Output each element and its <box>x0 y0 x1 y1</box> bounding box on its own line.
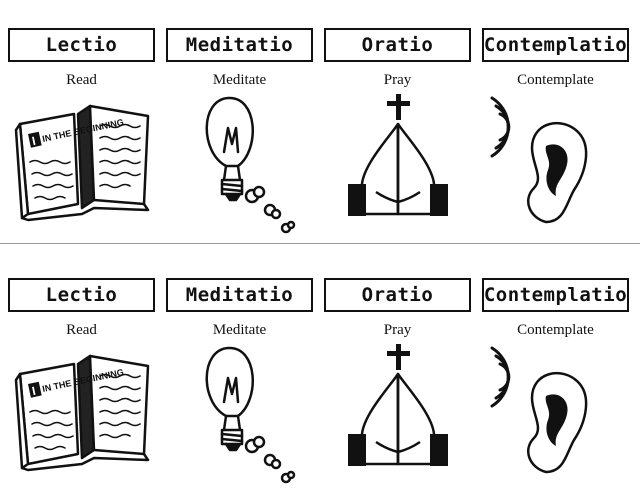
card-strip-bottom: Lectio Read I IN THE BEGINNING <box>0 250 640 490</box>
listening-ear-icon <box>482 342 629 492</box>
meditatio-title: Meditatio <box>166 278 313 312</box>
lectio-title: Lectio <box>8 28 155 62</box>
oratio-caption: Pray <box>324 72 471 89</box>
oratio-caption: Pray <box>324 322 471 339</box>
listening-ear-icon <box>482 92 629 242</box>
open-book-icon: I IN THE BEGINNING <box>8 92 155 242</box>
lightbulb-icon <box>166 342 313 492</box>
lectio-column: Lectio Read I IN THE BEGINNING <box>8 250 161 490</box>
contemplatio-title: Contemplatio <box>482 28 629 62</box>
meditatio-column: Meditatio Meditate <box>166 250 319 490</box>
lightbulb-icon <box>166 92 313 242</box>
meditatio-caption: Meditate <box>166 322 313 339</box>
lectio-title: Lectio <box>8 278 155 312</box>
meditatio-column: Meditatio Meditate <box>166 0 319 240</box>
contemplatio-column: Contemplatio Contemplate <box>482 250 635 490</box>
praying-hands-cross-icon <box>324 92 471 242</box>
contemplatio-title: Contemplatio <box>482 278 629 312</box>
contemplatio-column: Contemplatio Contemplate <box>482 0 635 240</box>
contemplatio-caption: Contemplate <box>482 72 629 89</box>
oratio-title: Oratio <box>324 278 471 312</box>
meditatio-caption: Meditate <box>166 72 313 89</box>
oratio-title: Oratio <box>324 28 471 62</box>
open-book-icon: I IN THE BEGINNING <box>8 342 155 492</box>
lectio-caption: Read <box>8 322 155 339</box>
lectio-column: Lectio Read I IN THE BEGINNING <box>8 0 161 240</box>
oratio-column: Oratio Pray <box>324 250 477 490</box>
praying-hands-cross-icon <box>324 342 471 492</box>
card-strip-top: Lectio Read I IN THE BEGINNING <box>0 0 640 240</box>
oratio-column: Oratio Pray <box>324 0 477 240</box>
contemplatio-caption: Contemplate <box>482 322 629 339</box>
lectio-caption: Read <box>8 72 155 89</box>
meditatio-title: Meditatio <box>166 28 313 62</box>
cut-line-divider <box>0 243 640 244</box>
